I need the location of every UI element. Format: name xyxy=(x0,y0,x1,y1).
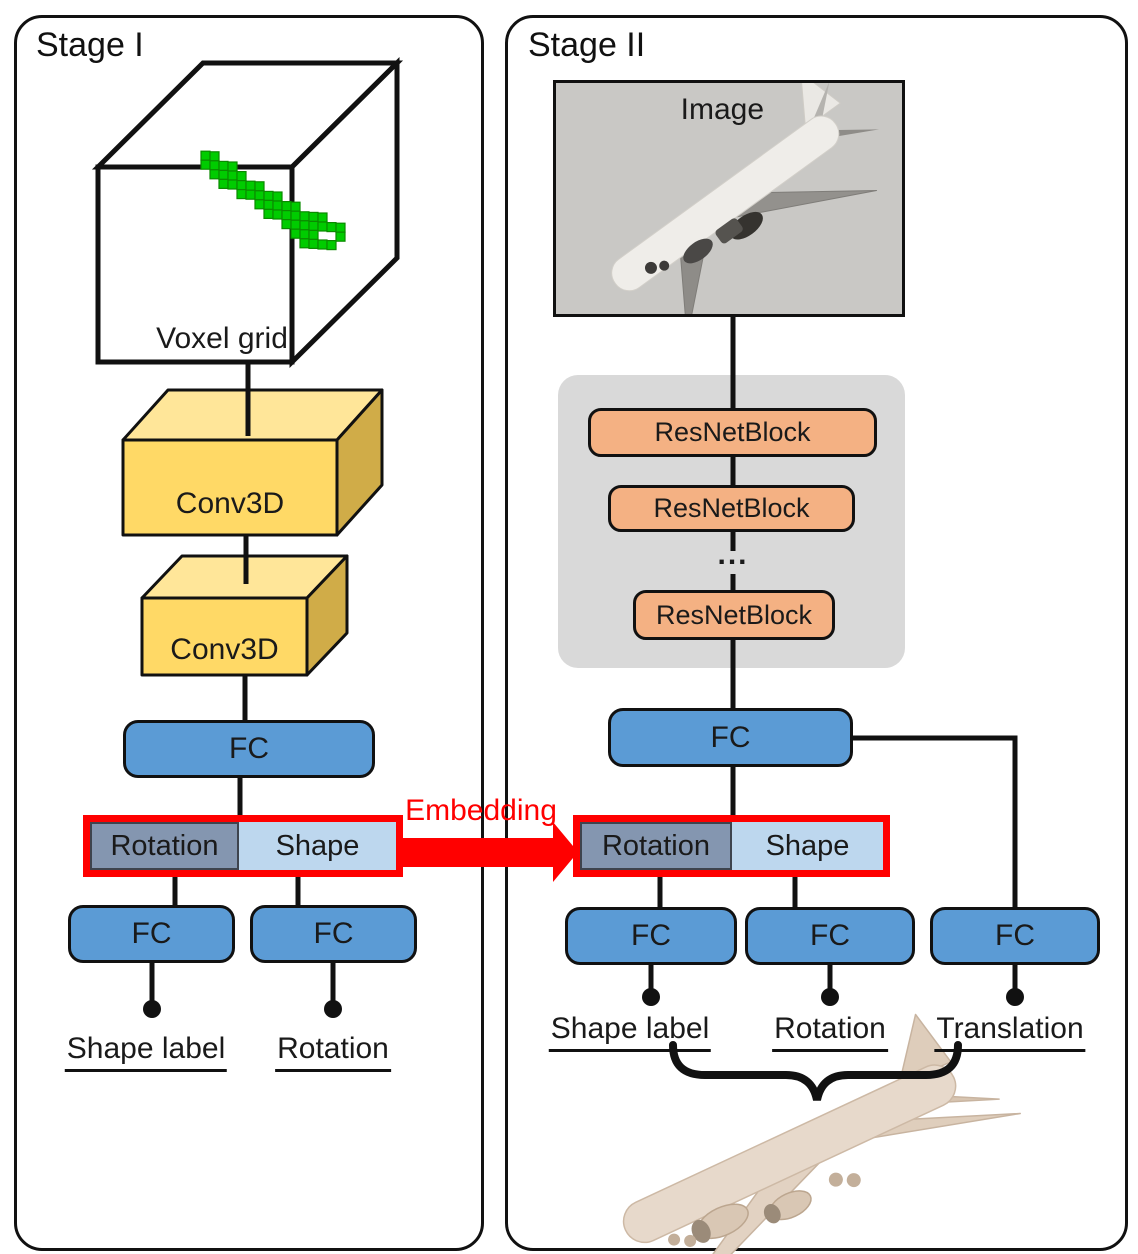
stage2-fc-translation-head: FC xyxy=(930,907,1100,965)
stage2-embedding-rotation-cell: Rotation xyxy=(580,822,732,870)
airplane-photo: Image xyxy=(553,72,905,339)
stage2-title: Stage II xyxy=(528,26,646,64)
resnet-ellipsis: ... xyxy=(717,538,749,571)
conv3d-label-2: Conv3D xyxy=(170,633,279,666)
stage1-output-shape-label: Shape label xyxy=(64,1032,228,1072)
stage2-fc-rotation-head: FC xyxy=(745,907,915,965)
resnet-block-3: ResNetBlock xyxy=(633,590,835,640)
stage1-title: Stage I xyxy=(36,26,144,64)
stage2-embedding: Rotation Shape xyxy=(573,815,890,877)
stage1-fc-shape-head: FC xyxy=(68,905,235,963)
resnet-block-1: ResNetBlock xyxy=(588,408,877,457)
stage1-output-rotation: Rotation xyxy=(275,1032,391,1072)
stage2-output-shape-label: Shape label xyxy=(548,1012,712,1052)
stage2-embedding-shape-cell: Shape xyxy=(732,822,883,870)
image-label: Image xyxy=(680,93,765,126)
embedding-arrow-label: Embedding xyxy=(405,794,557,827)
stage2-output-rotation: Rotation xyxy=(772,1012,888,1052)
resnet-block-2: ResNetBlock xyxy=(608,485,855,532)
stage2-output-translation: Translation xyxy=(934,1012,1086,1052)
stage1-embedding-rotation-cell: Rotation xyxy=(90,822,239,870)
stage2-fc-main: FC xyxy=(608,708,853,767)
stage1-fc-rotation-head: FC xyxy=(250,905,417,963)
airplane-photo-graphic xyxy=(611,72,880,339)
voxel-grid-label: Voxel grid xyxy=(156,322,288,355)
stage1-fc-main: FC xyxy=(123,720,375,778)
stage2-fc-shape-head: FC xyxy=(565,907,737,965)
stage1-embedding: Rotation Shape xyxy=(83,815,403,877)
stage1-embedding-shape-cell: Shape xyxy=(239,822,396,870)
conv3d-label-1: Conv3D xyxy=(175,487,285,520)
